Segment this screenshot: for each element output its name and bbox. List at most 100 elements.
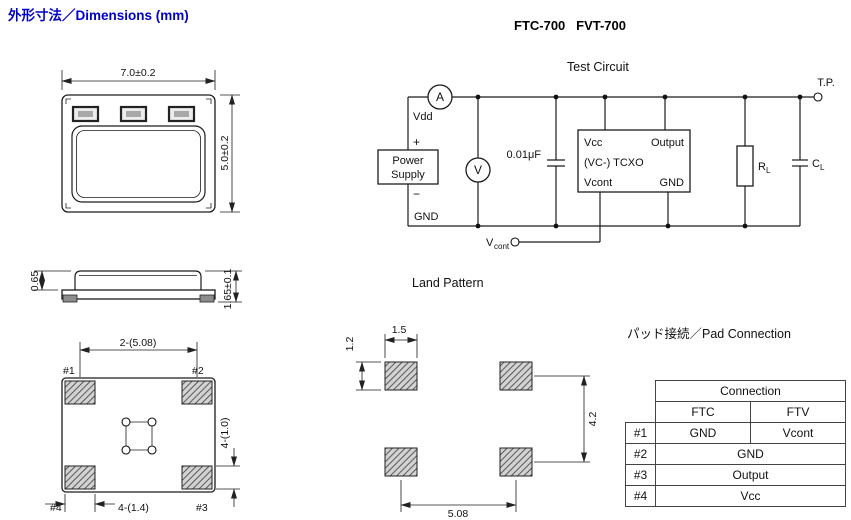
land-pad-tr (499, 361, 533, 391)
pad-number-4: #4 (625, 485, 656, 507)
package-side-view: 0.65 1.65±0.1 (29, 268, 242, 309)
test-circuit-drawing: Power Supply Vdd + − GND A V 0.01μF Vcc … (377, 77, 835, 251)
dim-total-height-text: 1.65±0.1 (222, 268, 234, 309)
load-capacitor-symbol (792, 159, 808, 167)
load-resistor-symbol (736, 145, 754, 187)
col-header-ftv: FTV (750, 401, 846, 423)
package-top-view: 7.0±0.2 5.0±0.2 (61, 67, 240, 213)
dimension-land-v-pitch: 4.2 (534, 375, 599, 463)
cavity-outline (71, 125, 206, 203)
plus-sign: + (413, 135, 420, 149)
test-point-terminal (813, 92, 823, 102)
dimension-top-width: 7.0±0.2 (61, 67, 216, 90)
pad-connection-title: パッド接続／Pad Connection (627, 327, 791, 341)
pad3-value: Output (655, 464, 846, 486)
dim-width-text: 7.0±0.2 (121, 67, 156, 79)
table-spacer (626, 402, 656, 423)
side-pad-left (62, 294, 78, 303)
pad-3 (181, 465, 213, 490)
land-pad-br (499, 447, 533, 477)
vcont-terminal (510, 237, 520, 247)
center-marks (121, 417, 157, 455)
pad2-label: #2 (192, 365, 204, 377)
dimension-total-height: 1.65±0.1 (205, 268, 242, 309)
land-pad-bl (384, 447, 418, 477)
vcont-label-sub: cont (494, 242, 510, 251)
dimension-top-height: 5.0±0.2 (219, 94, 240, 213)
cl-label-sub: L (820, 163, 825, 172)
circuit-wires (407, 96, 814, 243)
tcxo-output-pin: Output (651, 137, 684, 149)
vdd-label: Vdd (413, 111, 433, 123)
pad-number-1: #1 (625, 422, 656, 444)
dim-land-hpitch-text: 5.08 (448, 508, 469, 520)
pad4-value: Vcc (655, 485, 846, 507)
dim-land-h-text: 1.2 (344, 337, 356, 352)
lid-profile (74, 270, 202, 290)
table-row: #4 Vcc (625, 485, 846, 507)
power-supply-label-2: Supply (391, 169, 425, 181)
land-pattern-label: Land Pattern (412, 276, 484, 290)
pad-2 (181, 380, 213, 405)
tcxo-vcc-pin: Vcc (584, 137, 603, 149)
page-title: FTC-700 FVT-700 (514, 18, 626, 33)
land-pattern-drawing: 1.5 1.2 4.2 5.08 (344, 324, 599, 520)
dimension-land-pad-height: 1.2 (344, 337, 381, 391)
rl-label: R (758, 161, 766, 173)
dim-lid-height-text: 0.65 (29, 271, 41, 292)
tcxo-box (577, 129, 691, 193)
vcont-label: V (486, 237, 494, 249)
dim-pad-width-text: 4-(1.4) (118, 502, 149, 514)
table-row: #1 GND Vcont (625, 422, 846, 444)
package-bottom-view: #1 #2 #4 #3 2-(5.08) 4-(1.0) (45, 337, 240, 514)
tcxo-vcont-pin: Vcont (584, 177, 612, 189)
power-supply-label-1: Power (392, 155, 424, 167)
dimension-pad-width: 4-(1.4) (45, 494, 149, 514)
dimension-pad-length: 4-(1.0) (216, 418, 240, 507)
table-row: #2 GND (625, 443, 846, 465)
pad1-ftv-value: Vcont (750, 422, 846, 444)
dim-land-vpitch-text: 4.2 (587, 412, 599, 427)
package-body-outline (61, 94, 216, 213)
pad1-ftc-value: GND (655, 422, 751, 444)
tcxo-gnd-pin: GND (660, 177, 685, 189)
minus-sign: − (413, 187, 420, 201)
pad3-label: #3 (196, 502, 208, 514)
table-header-connection: Connection (655, 380, 846, 402)
pad-connection-table: Connection FTC FTV #1 GND Vcont #2 GND #… (625, 380, 846, 507)
pad-4 (64, 465, 96, 490)
dimensions-heading: 外形寸法／Dimensions (mm) (8, 8, 189, 23)
bottom-body-outline (61, 377, 216, 493)
pad4-label: #4 (50, 502, 62, 514)
cl-label: C (812, 158, 820, 170)
dim-height-text: 5.0±0.2 (219, 135, 231, 170)
rl-label-sub: L (766, 166, 771, 175)
land-pad-tl (384, 361, 418, 391)
dim-pad-length-text: 4-(1.0) (219, 418, 231, 449)
table-row: #3 Output (625, 464, 846, 486)
table-spacer (626, 381, 656, 402)
pad-number-2: #2 (625, 443, 656, 465)
dimension-lid-height: 0.65 (29, 270, 71, 292)
ammeter-letter: A (436, 90, 444, 104)
power-supply-box (377, 149, 439, 185)
pad1-label: #1 (63, 365, 75, 377)
junction-dots (475, 94, 803, 229)
col-header-ftc: FTC (655, 401, 751, 423)
test-circuit-label: Test Circuit (567, 60, 629, 74)
tcxo-name: (VC-) TCXO (584, 157, 644, 169)
test-point-label: T.P. (817, 77, 835, 89)
side-pad-right (199, 294, 215, 303)
corner-marks (65, 98, 212, 209)
voltmeter-letter: V (474, 163, 482, 177)
dim-land-w-text: 1.5 (392, 324, 407, 336)
bypass-capacitor-symbol (547, 159, 565, 167)
gnd-label: GND (414, 211, 439, 223)
capacitor-value-label: 0.01μF (507, 149, 542, 161)
pad-1 (64, 380, 96, 405)
pad2-value: GND (655, 443, 846, 465)
seal-marks (71, 105, 196, 123)
dim-pitch-text: 2-(5.08) (120, 337, 157, 349)
pad-number-3: #3 (625, 464, 656, 486)
